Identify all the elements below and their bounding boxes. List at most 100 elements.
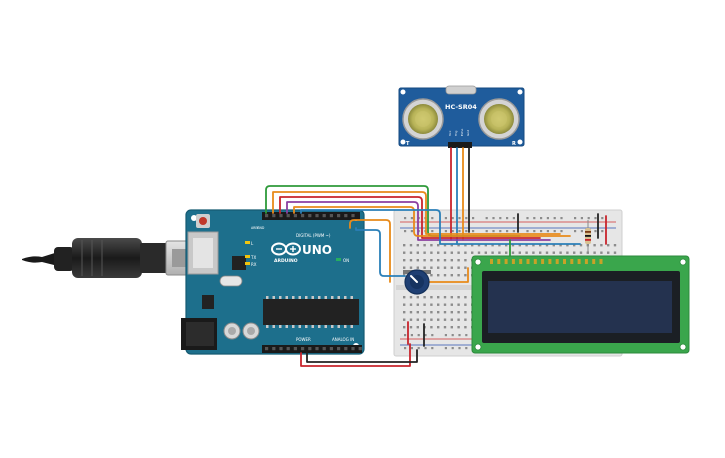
breadboard-hole (403, 296, 406, 299)
breadboard-hole (464, 266, 467, 269)
rail-hole (404, 334, 407, 337)
breadboard-hole (409, 311, 413, 314)
breadboard-hole (409, 266, 413, 269)
rail-hole (444, 230, 447, 233)
breadboard-hole (471, 244, 474, 247)
chip-leg (285, 296, 288, 299)
rail-hole (512, 217, 515, 220)
rail-hole (580, 230, 583, 233)
breadboard-hole (471, 251, 474, 254)
header-holes (265, 214, 362, 351)
breadboard-hole (457, 251, 460, 254)
breadboard-hole (437, 266, 440, 269)
breadboard-hole (613, 251, 617, 254)
on-label: ON (343, 258, 349, 263)
rail-hole (601, 230, 604, 233)
gnd-label: GND (257, 226, 265, 230)
breadboard-hole (437, 244, 440, 247)
breadboard-hole (464, 296, 467, 299)
breadboard-hole (450, 311, 453, 314)
rail-hole (574, 217, 577, 220)
rail-hole (574, 230, 577, 233)
lcd-display (471, 255, 690, 354)
breadboard-hole (409, 259, 413, 262)
breadboard-hole (498, 244, 501, 247)
breadboard-hole (491, 251, 494, 254)
header-hole (286, 347, 290, 351)
breadboard-hole (416, 326, 419, 329)
wire-purple (286, 201, 551, 241)
breadboard-hole (566, 251, 569, 254)
breadboard-hole (416, 318, 419, 321)
header-hole (286, 214, 290, 218)
breadboard-hole (437, 259, 440, 262)
breadboard-hole (457, 266, 460, 269)
header-hole (265, 347, 269, 351)
lcd-pin (511, 259, 515, 264)
rail-hole (410, 347, 413, 350)
breadboard-hole (600, 251, 603, 254)
breadboard-hole (450, 266, 453, 269)
lcd-pin (555, 259, 559, 264)
chip-leg (305, 325, 308, 328)
header-hole (315, 214, 319, 218)
wire-red-1 (279, 196, 541, 239)
breadboard-hole (518, 251, 521, 254)
breadboard-hole (593, 251, 596, 254)
rail-hole (553, 217, 556, 220)
breadboard-hole (423, 259, 426, 262)
breadboard-hole (430, 326, 433, 329)
wire-orange-2 (293, 206, 571, 237)
breadboard-hole (423, 303, 426, 306)
breadboard-hole (457, 296, 460, 299)
breadboard-hole (457, 303, 460, 306)
breadboard-hole (464, 259, 467, 262)
breadboard-hole (450, 274, 453, 277)
chip-leg (337, 325, 340, 328)
breadboard-hole (457, 259, 460, 262)
lcd-pin (584, 259, 588, 264)
wire-5v (300, 343, 411, 367)
breadboard-hole (525, 251, 528, 254)
rail-hole (472, 217, 475, 220)
breadboard-hole (416, 251, 419, 254)
chip-leg (292, 325, 295, 328)
breadboard-hole (403, 259, 406, 262)
breadboard-hole (464, 244, 467, 247)
rail-hole (417, 347, 420, 350)
rail-hole (485, 217, 488, 220)
breadboard-hole (464, 326, 467, 329)
breadboard-hole (430, 244, 433, 247)
breadboard-hole (409, 296, 413, 299)
power-label: POWER (296, 337, 311, 342)
breadboard-hole (403, 251, 406, 254)
header-hole (272, 214, 276, 218)
rail-hole (417, 334, 420, 337)
breadboard-hole (552, 244, 555, 247)
rail-hole (485, 230, 488, 233)
breadboard-hole (545, 244, 549, 247)
rail-hole (506, 230, 509, 233)
rail-hole (499, 230, 502, 233)
breadboard-hole (403, 318, 406, 321)
rail-hole (546, 230, 549, 233)
rail-hole (431, 347, 434, 350)
lcd-pin (526, 259, 530, 264)
wires (265, 147, 607, 367)
potentiometer[interactable] (403, 269, 431, 295)
breadboard-hole (532, 244, 535, 247)
header-hole (308, 347, 312, 351)
breadboard-hole (443, 251, 447, 254)
sensor-pin-gnd: Gnd (466, 130, 470, 136)
rail-hole (404, 230, 407, 233)
rail-hole (601, 217, 604, 220)
sensor-pin-vcc: Vcc (448, 130, 452, 136)
breadboard-hole (573, 244, 576, 247)
header-hole (344, 347, 348, 351)
lcd-screen (488, 281, 672, 333)
breadboard-hole (430, 274, 433, 277)
rail-hole (526, 217, 529, 220)
header-hole (322, 347, 326, 351)
rail-hole (431, 217, 434, 220)
